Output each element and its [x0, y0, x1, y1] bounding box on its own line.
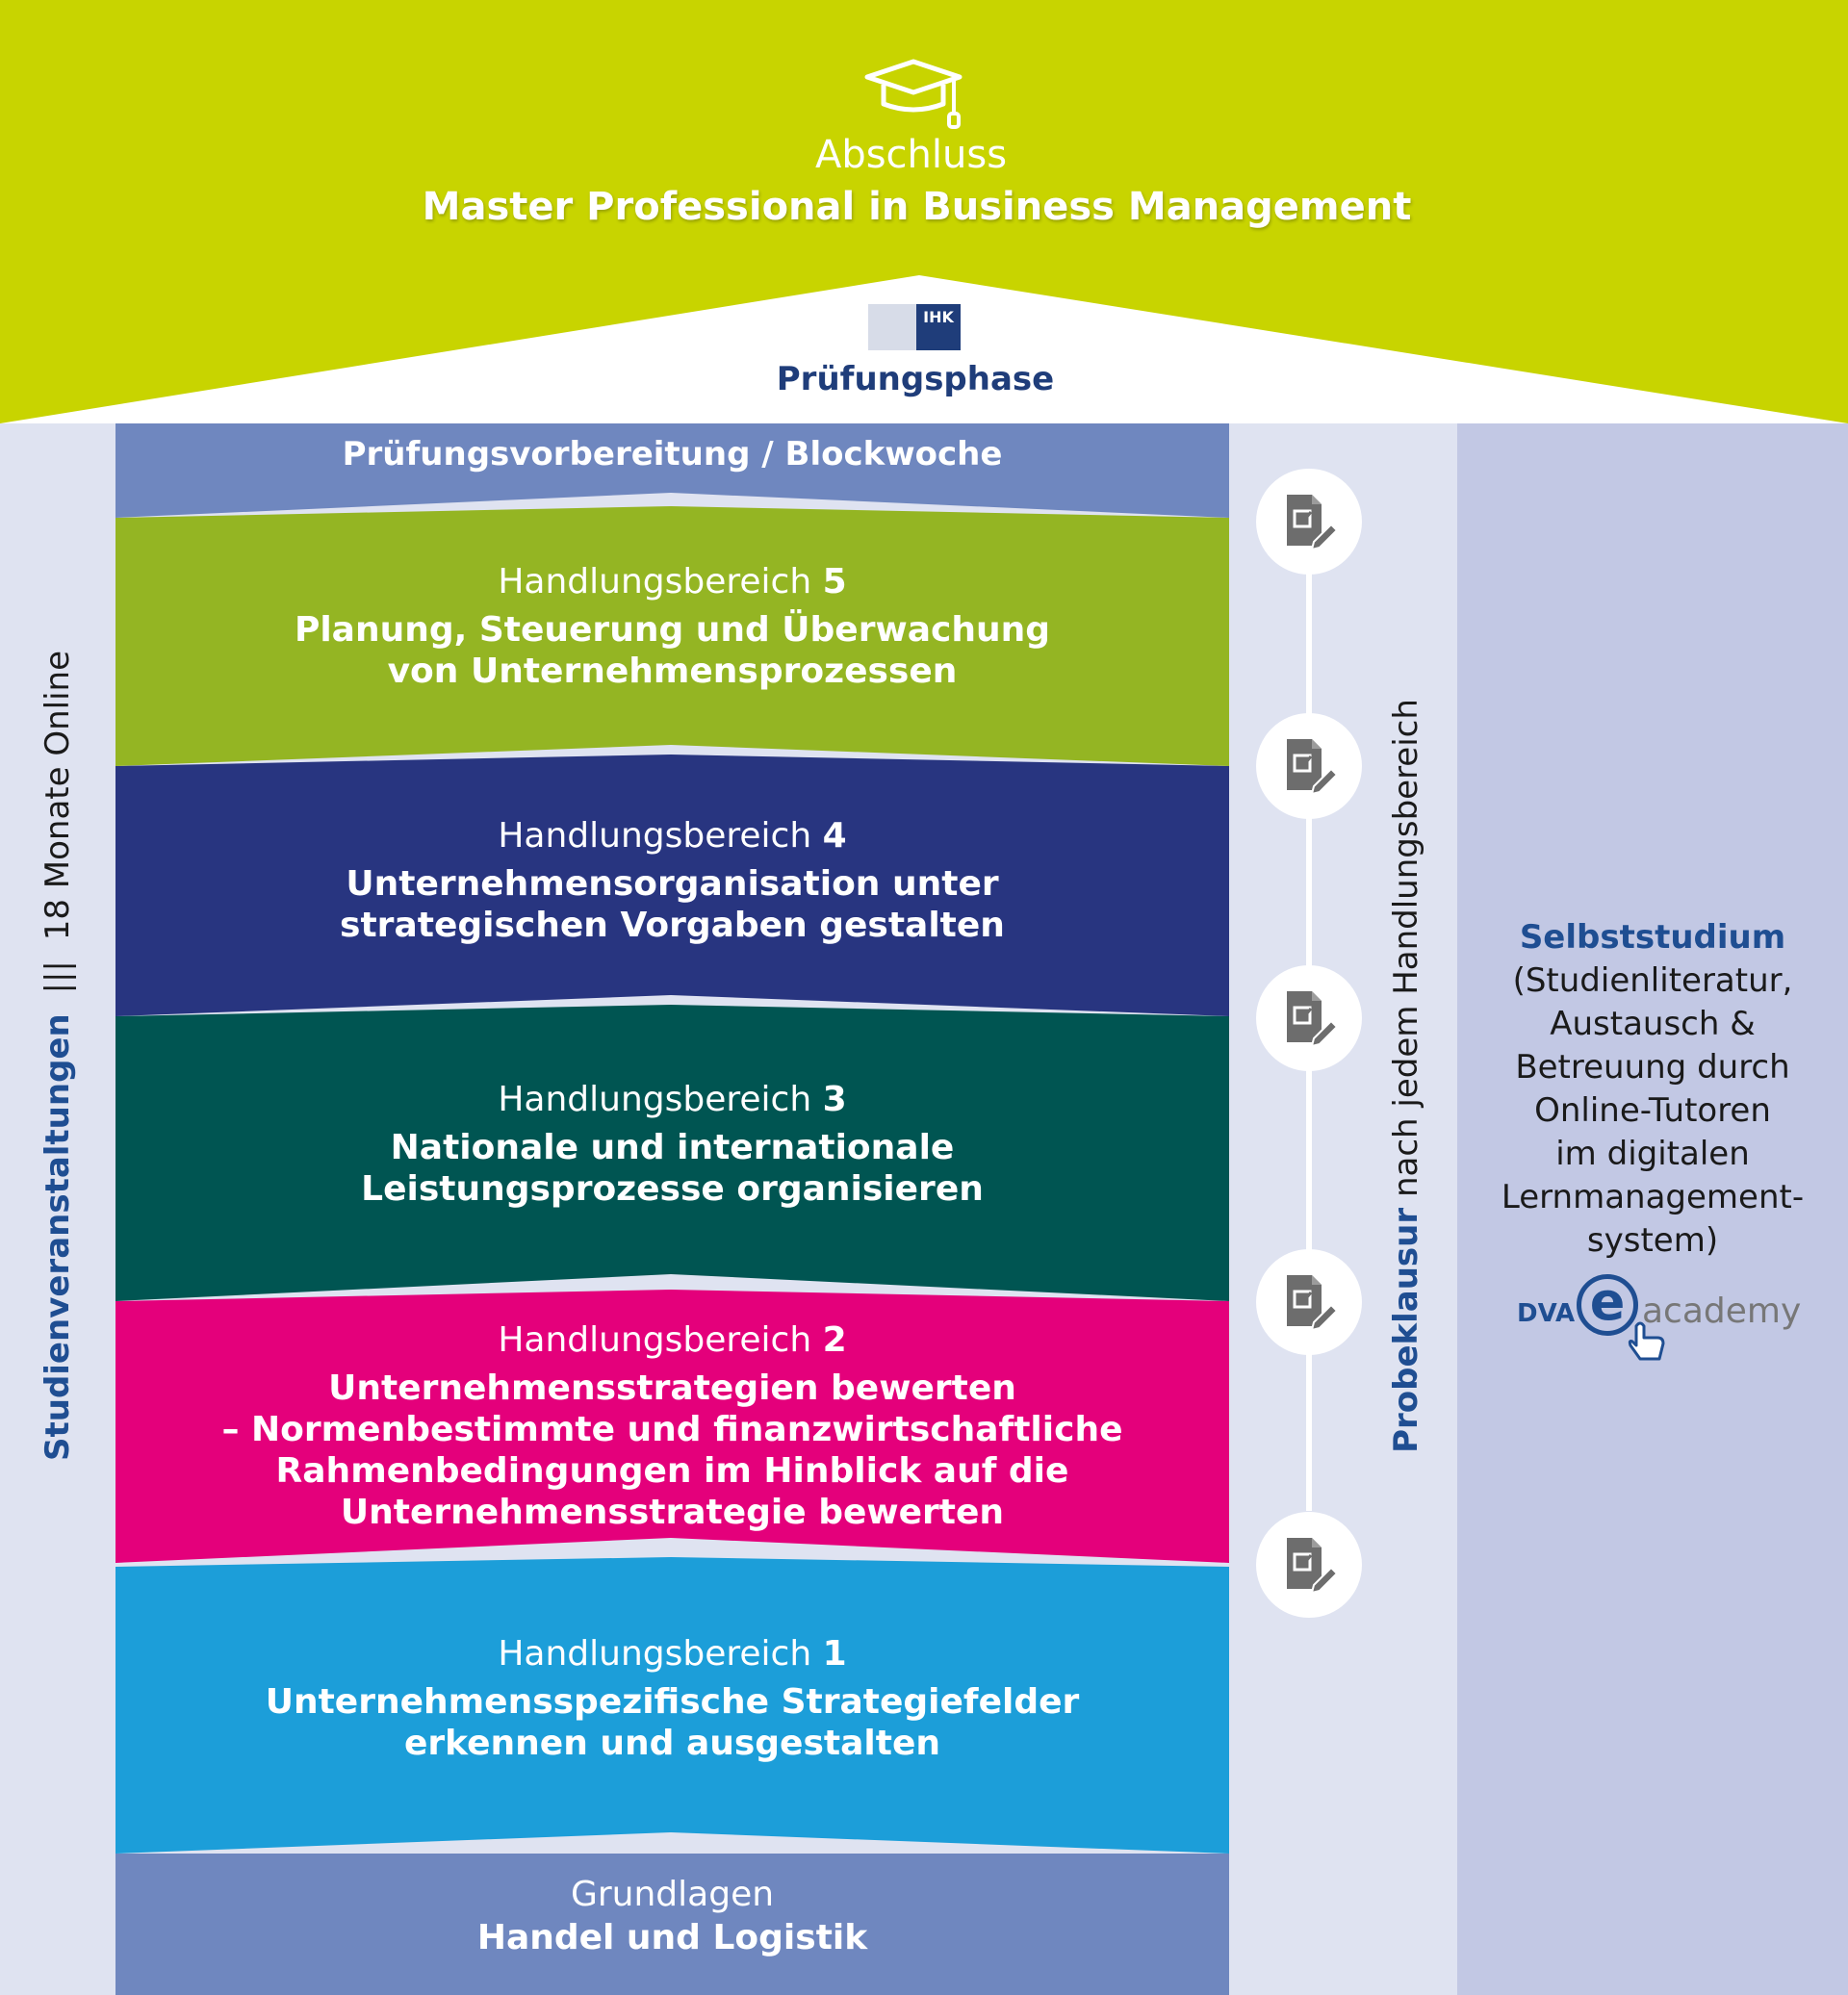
- e-circle-icon: e: [1577, 1274, 1638, 1336]
- ihk-logo: IHK: [868, 304, 961, 350]
- pointer-hand-icon: [1628, 1321, 1665, 1361]
- selbststudium-panel: Selbststudium (Studienliteratur, Austaus…: [1457, 916, 1848, 1263]
- abschluss-label: Abschluss: [814, 133, 1008, 177]
- grundlagen: Grundlagen Handel und Logistik: [476, 1875, 868, 1957]
- probeklausur-circle-5: [1256, 469, 1362, 575]
- degree-title: Master Professional in Business Manageme…: [422, 185, 1412, 229]
- probeklausur-circle-4: [1256, 713, 1362, 819]
- probeklausur-circle-1: [1256, 1512, 1362, 1618]
- dva-eacademy-logo: DVA e academy: [1517, 1270, 1801, 1367]
- graduation-cap-icon: [862, 56, 964, 133]
- handlungsbereich-4: Handlungsbereich 4 Unternehmensorganisat…: [340, 816, 1005, 945]
- prep-title: Prüfungsvorbereitung / Blockwoche: [342, 435, 1003, 473]
- probeklausur-circle-2: [1256, 1249, 1362, 1355]
- exam-document-icon: [1287, 1275, 1339, 1332]
- exam-document-icon: [1287, 739, 1339, 796]
- exam-document-icon: [1287, 1538, 1339, 1595]
- selbststudium-title: Selbststudium: [1519, 918, 1786, 957]
- exam-phase-label: Prüfungsphase: [776, 360, 1055, 398]
- probeklausur-circle-3: [1256, 965, 1362, 1071]
- exam-document-icon: [1287, 495, 1339, 551]
- probeklausur-vertical-label: Probeklausur nach jedem Handlungsbereich: [1387, 699, 1425, 1453]
- left-vertical-label: Studienveranstaltungen ||| 18 Monate Onl…: [38, 650, 77, 1461]
- handlungsbereich-3: Handlungsbereich 3 Nationale und interna…: [361, 1080, 984, 1209]
- handlungsbereich-1: Handlungsbereich 1 Unternehmensspezifisc…: [265, 1634, 1080, 1763]
- exam-document-icon: [1287, 991, 1339, 1048]
- handlungsbereich-2: Handlungsbereich 2 Unternehmensstrategie…: [221, 1320, 1123, 1532]
- handlungsbereich-5: Handlungsbereich 5 Planung, Steuerung un…: [294, 562, 1051, 691]
